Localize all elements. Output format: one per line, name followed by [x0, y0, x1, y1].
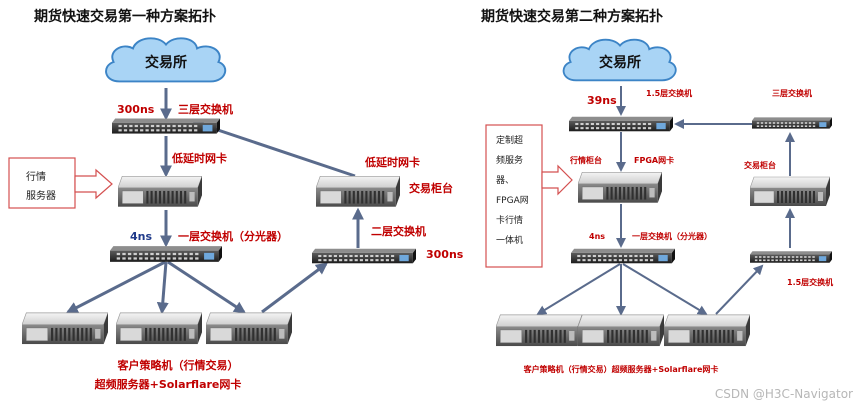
right-latency-4ns: 4ns [589, 232, 605, 241]
right-latency-39ns: 39ns [587, 94, 617, 107]
left-market-server-text-2: 服务器 [26, 189, 56, 202]
left-link-l1-client-3 [167, 260, 247, 314]
right-l1-switch-label: 一层交换机（分光器） [632, 231, 712, 241]
right-callout-text-3: 器、 [496, 175, 514, 186]
left-client-server-3 [206, 312, 292, 345]
right-link-l1-client-1 [536, 263, 621, 316]
right-client-label: 客户策略机（行情交易）超频服务器+Solarflare网卡 [523, 364, 719, 374]
right-callout-box [485, 124, 543, 268]
right-link-client-l15b [715, 264, 764, 315]
right-l3-switch [752, 117, 832, 129]
left-client-label-2: 超频服务器+Solarflare网卡 [94, 377, 242, 391]
right-l15-switch-top-label: 1.5层交换机 [646, 88, 692, 98]
left-link-client-l2 [261, 262, 328, 314]
left-latency-4ns: 4ns [130, 230, 152, 243]
left-callout-arrow [74, 168, 113, 200]
left-latency-300ns-right: 300ns [426, 248, 464, 261]
right-trading-cabinet-label: 交易柜台 [744, 160, 776, 170]
left-exchange-label: 交易所 [145, 54, 187, 71]
left-market-server-box [8, 157, 76, 209]
right-callout-text-2: 频服务 [496, 154, 523, 166]
right-callout-text-1: 定制超 [496, 134, 523, 146]
right-trading-server [750, 176, 830, 207]
left-l1-switch [110, 246, 222, 262]
left-market-server-text-1: 行情 [26, 170, 46, 183]
left-trading-server [316, 176, 400, 208]
left-client-server-2 [116, 312, 202, 345]
left-trading-cabinet-label: 交易柜台 [409, 181, 453, 195]
right-callout-arrow [541, 164, 573, 196]
right-client-server-1 [496, 314, 582, 347]
right-l1-switch [571, 248, 675, 264]
left-l1-switch-label: 一层交换机（分光器） [178, 229, 288, 243]
right-link-l1-client-3 [622, 263, 708, 316]
left-diagram: 期货快速交易第一种方案拓扑 交易所 300ns 三层交换机 低延时网卡 行情 服… [8, 8, 464, 391]
left-link-l1-client-1 [65, 260, 166, 314]
right-l15-switch-top [569, 116, 673, 132]
right-callout-text-6: 一体机 [496, 234, 523, 246]
right-title: 期货快速交易第二种方案拓扑 [481, 8, 663, 25]
left-l2-switch-label: 二层交换机 [371, 224, 426, 238]
right-callout-text-5: 卡行情 [496, 214, 523, 226]
left-latency-300ns-top: 300ns [117, 103, 155, 116]
right-callout-text-4: FPGA网 [496, 195, 529, 206]
right-client-server-3 [664, 314, 750, 347]
left-title: 期货快速交易第一种方案拓扑 [34, 8, 216, 25]
watermark-text: CSDN @H3C-Navigator [715, 387, 853, 401]
left-low-latency-nic-label: 低延时网卡 [171, 151, 227, 165]
right-market-cabinet-label: 行情柜台 [569, 155, 602, 165]
right-l3-switch-label: 三层交换机 [772, 88, 812, 98]
right-fpga-nic-label: FPGA网卡 [634, 155, 674, 165]
left-market-server [118, 176, 202, 208]
left-l3-switch-label: 三层交换机 [178, 102, 233, 116]
right-diagram: 期货快速交易第二种方案拓扑 交易所 39ns 1.5层交换机 三层交换机 定制超… [481, 8, 833, 374]
left-l3-switch [112, 118, 220, 134]
left-low-latency-nic-right-label: 低延时网卡 [364, 155, 420, 169]
left-link-trading-l3 [191, 119, 356, 178]
left-link-l1-client-2 [156, 261, 169, 315]
right-fpga-server [578, 172, 662, 204]
right-exchange-label: 交易所 [599, 54, 641, 71]
right-l15-switch-bottom [750, 251, 832, 263]
left-client-label-1: 客户策略机（行情交易） [117, 358, 239, 372]
left-client-server-1 [22, 312, 108, 345]
left-l2-switch [312, 248, 416, 264]
right-client-server-2 [578, 314, 664, 347]
right-l15-switch-bottom-label: 1.5层交换机 [787, 277, 833, 287]
